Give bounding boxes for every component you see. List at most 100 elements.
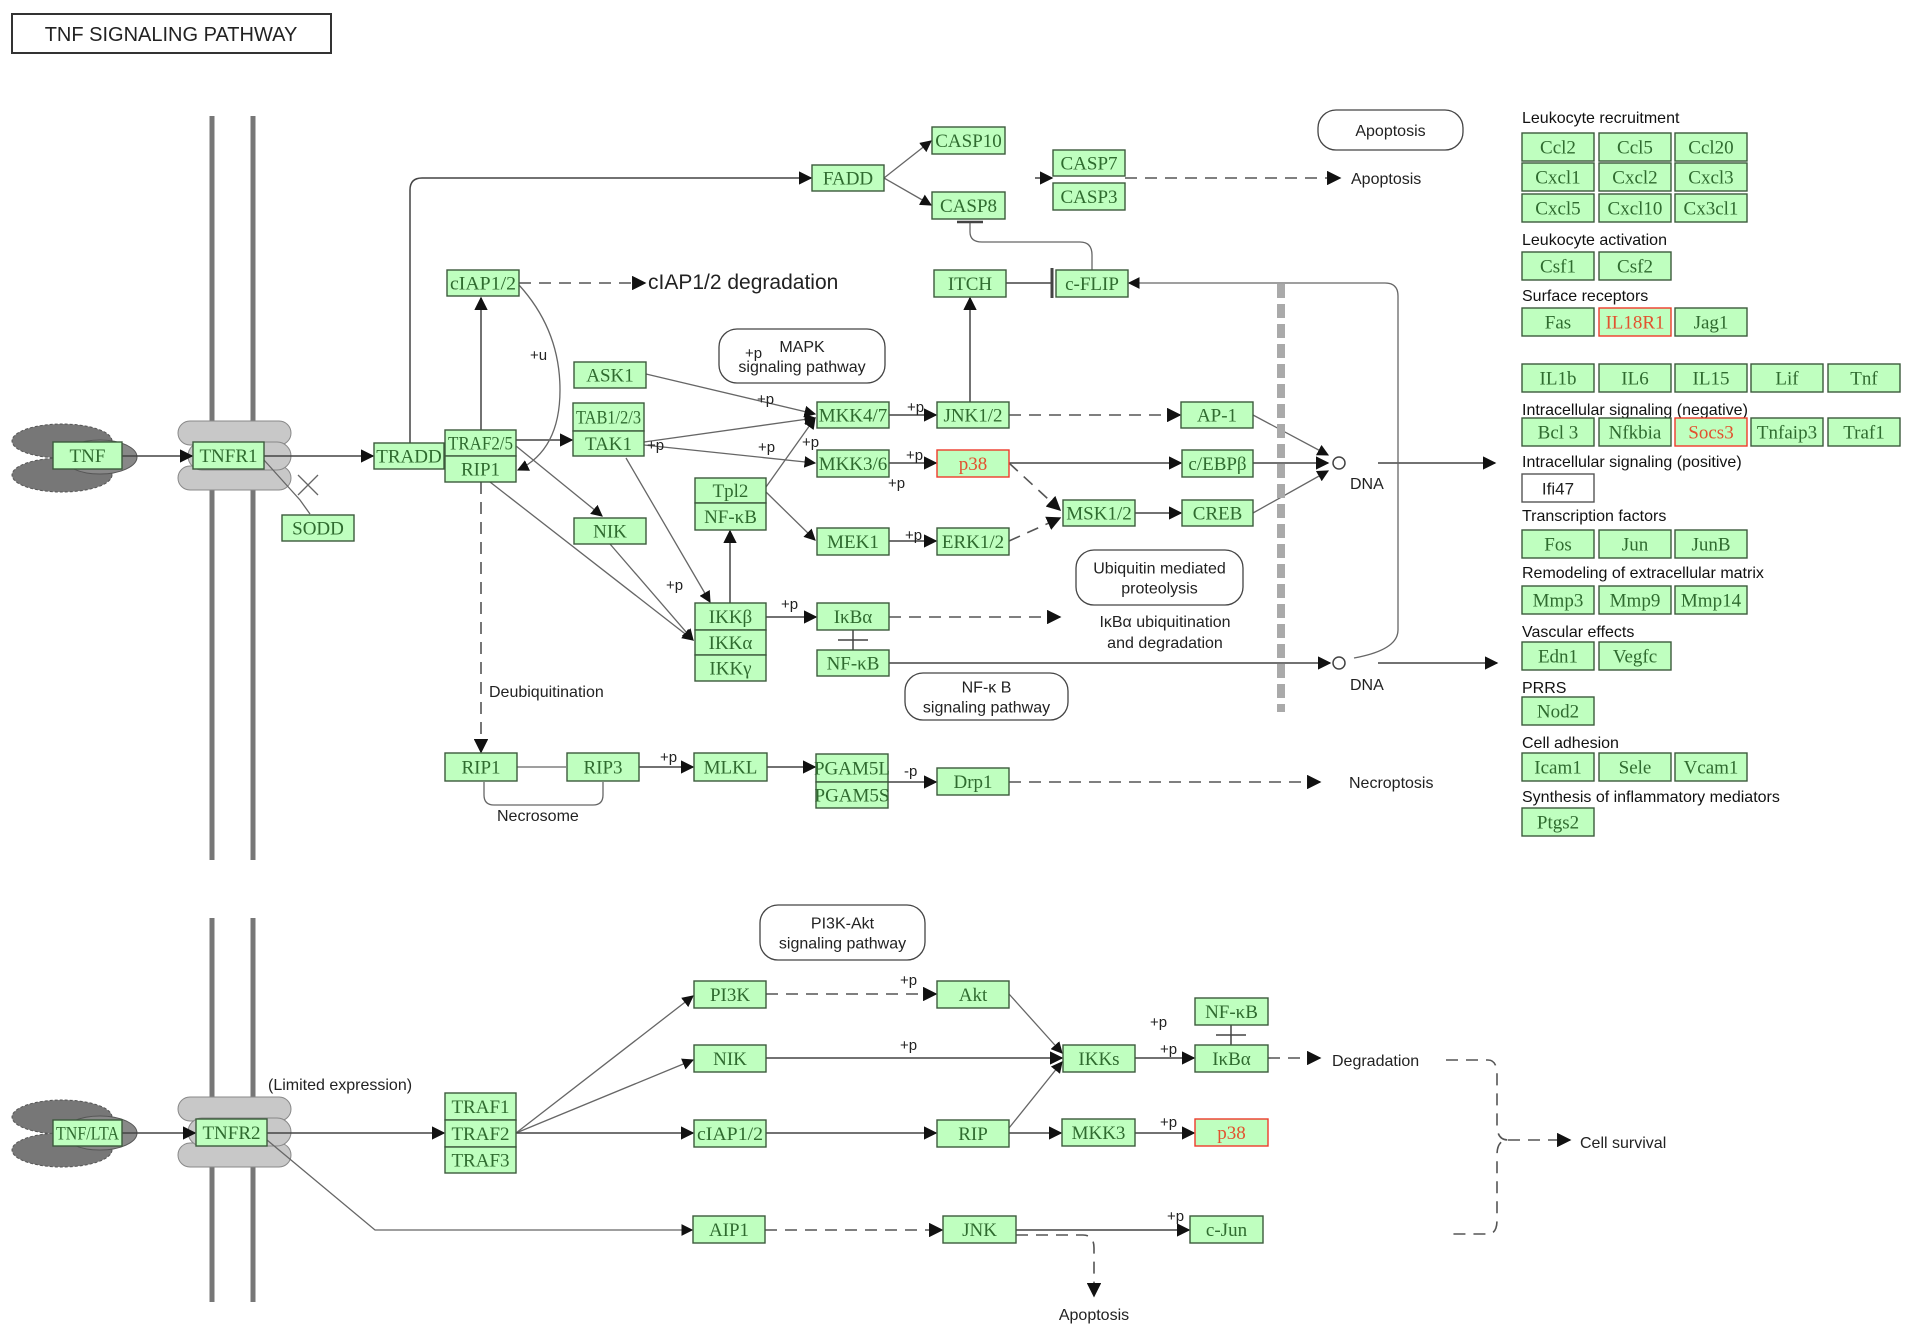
gene-node-ask1[interactable]: ASK1 bbox=[573, 361, 647, 389]
gene-node-pi3k[interactable]: PI3K bbox=[693, 980, 767, 1009]
gene-node-tak1[interactable]: TAK1 bbox=[572, 430, 645, 457]
target-gene-tnfaip3[interactable]: Tnfaip3 bbox=[1750, 417, 1824, 447]
target-gene-bcl3[interactable]: Bcl 3 bbox=[1521, 417, 1595, 447]
gene-node-ikba[interactable]: IκBα bbox=[816, 602, 890, 631]
target-gene-icam1[interactable]: Icam1 bbox=[1521, 752, 1595, 782]
gene-node-cjun[interactable]: c-Jun bbox=[1189, 1215, 1264, 1244]
target-gene-csf1[interactable]: Csf1 bbox=[1521, 251, 1595, 281]
target-gene-cx3cl1[interactable]: Cx3cl1 bbox=[1674, 193, 1748, 223]
target-gene-il18r1[interactable]: IL18R1 bbox=[1598, 307, 1672, 337]
gene-node-tab123[interactable]: TAB1/2/3 bbox=[572, 402, 645, 432]
target-gene-fas[interactable]: Fas bbox=[1521, 307, 1595, 337]
gene-node-jnk[interactable]: JNK bbox=[942, 1215, 1017, 1244]
gene-node-creb[interactable]: CREB bbox=[1181, 499, 1254, 527]
target-gene-ccl20[interactable]: Ccl20 bbox=[1674, 132, 1748, 162]
gene-node-jnk12[interactable]: JNK1/2 bbox=[936, 401, 1010, 429]
target-gene-sele[interactable]: Sele bbox=[1598, 752, 1672, 782]
target-gene-nod2[interactable]: Nod2 bbox=[1521, 696, 1595, 726]
gene-node-ikks[interactable]: IKKs bbox=[1062, 1044, 1136, 1073]
gene-node-pgam5l[interactable]: PGAM5L bbox=[814, 753, 890, 783]
gene-node-mek1[interactable]: MEK1 bbox=[816, 527, 890, 556]
gene-node-tnflta[interactable]: TNF/LTA bbox=[52, 1119, 123, 1147]
target-gene-il15[interactable]: IL15 bbox=[1674, 363, 1748, 393]
gene-node-casp7[interactable]: CASP7 bbox=[1052, 149, 1126, 177]
gene-node-nik[interactable]: NIK bbox=[573, 517, 647, 545]
target-gene-traf1[interactable]: Traf1 bbox=[1827, 417, 1901, 447]
target-gene-cxcl2[interactable]: Cxcl2 bbox=[1598, 162, 1672, 192]
target-gene-junb[interactable]: JunB bbox=[1674, 529, 1748, 559]
gene-node-mkk36[interactable]: MKK3/6 bbox=[816, 449, 890, 478]
target-gene-edn1[interactable]: Edn1 bbox=[1521, 641, 1595, 671]
target-gene-ccl5[interactable]: Ccl5 bbox=[1598, 132, 1672, 162]
target-gene-csf2[interactable]: Csf2 bbox=[1598, 251, 1672, 281]
target-gene-ptgs2[interactable]: Ptgs2 bbox=[1521, 807, 1595, 837]
gene-node-nfkb3[interactable]: NF-κB bbox=[1194, 997, 1269, 1026]
gene-node-rip[interactable]: RIP bbox=[936, 1119, 1010, 1148]
target-gene-jun[interactable]: Jun bbox=[1598, 529, 1672, 559]
target-gene-vcam1[interactable]: Vcam1 bbox=[1674, 752, 1748, 782]
target-gene-mmp9[interactable]: Mmp9 bbox=[1598, 585, 1672, 615]
target-gene-socs3[interactable]: Socs3 bbox=[1674, 417, 1748, 447]
gene-node-mkk47[interactable]: MKK4/7 bbox=[816, 401, 890, 429]
gene-node-tnfr2[interactable]: TNFR2 bbox=[195, 1118, 268, 1147]
target-gene-il6[interactable]: IL6 bbox=[1598, 363, 1672, 393]
gene-node-nik2[interactable]: NIK bbox=[693, 1044, 767, 1073]
gene-node-traf2[interactable]: TRAF2 bbox=[444, 1119, 517, 1148]
gene-node-ikkg[interactable]: IKKγ bbox=[694, 654, 767, 682]
gene-node-casp3[interactable]: CASP3 bbox=[1052, 182, 1126, 211]
gene-node-mlkl[interactable]: MLKL bbox=[693, 752, 768, 782]
gene-node-ikka[interactable]: IKKα bbox=[694, 629, 767, 656]
gene-node-ap1[interactable]: AP-1 bbox=[1180, 401, 1254, 429]
gene-node-p38[interactable]: p38 bbox=[936, 449, 1010, 478]
gene-node-erk12[interactable]: ERK1/2 bbox=[936, 527, 1010, 556]
gene-node-traf3[interactable]: TRAF3 bbox=[444, 1146, 517, 1174]
gene-node-aip1[interactable]: AIP1 bbox=[692, 1215, 766, 1244]
target-gene-tnf[interactable]: Tnf bbox=[1827, 363, 1901, 393]
pathway-link-apoptosis[interactable]: Apoptosis bbox=[1317, 109, 1464, 151]
target-gene-cxcl5[interactable]: Cxcl5 bbox=[1521, 193, 1595, 223]
gene-node-tnfr1[interactable]: TNFR1 bbox=[192, 441, 265, 470]
target-gene-ccl2[interactable]: Ccl2 bbox=[1521, 132, 1595, 162]
gene-node-fadd[interactable]: FADD bbox=[811, 164, 885, 192]
gene-node-casp10[interactable]: CASP10 bbox=[931, 126, 1006, 155]
gene-node-casp8[interactable]: CASP8 bbox=[931, 191, 1006, 220]
gene-node-tpl2[interactable]: Tpl2 bbox=[694, 477, 767, 504]
target-gene-il1b[interactable]: IL1b bbox=[1521, 363, 1595, 393]
gene-node-drp1[interactable]: Drp1 bbox=[936, 767, 1010, 796]
target-gene-mmp14[interactable]: Mmp14 bbox=[1674, 585, 1748, 615]
target-gene-cxcl1[interactable]: Cxcl1 bbox=[1521, 162, 1595, 192]
target-gene-jag1[interactable]: Jag1 bbox=[1674, 307, 1748, 337]
gene-node-ciap12[interactable]: cIAP1/2 bbox=[446, 269, 520, 297]
target-gene-nfkbia[interactable]: Nfkbia bbox=[1598, 417, 1672, 447]
gene-node-nfkb2[interactable]: NF-κB bbox=[816, 649, 890, 677]
target-gene-cxcl3[interactable]: Cxcl3 bbox=[1674, 162, 1748, 192]
gene-node-traf25[interactable]: TRAF2/5 bbox=[444, 429, 517, 457]
gene-node-ciap12b[interactable]: cIAP1/2 bbox=[693, 1119, 767, 1148]
gene-node-traf1[interactable]: TRAF1 bbox=[444, 1092, 517, 1121]
gene-node-pgam5s[interactable]: PGAM5S bbox=[815, 781, 890, 809]
gene-node-tradd[interactable]: TRADD bbox=[373, 442, 445, 470]
target-gene-fos[interactable]: Fos bbox=[1521, 529, 1595, 559]
gene-node-cflip[interactable]: c-FLIP bbox=[1055, 269, 1129, 298]
gene-node-ikkb[interactable]: IKKβ bbox=[694, 602, 767, 631]
target-gene-ifi47[interactable]: Ifi47 bbox=[1521, 473, 1595, 503]
gene-node-sodd[interactable]: SODD bbox=[281, 514, 355, 542]
target-gene-mmp3[interactable]: Mmp3 bbox=[1521, 585, 1595, 615]
gene-node-rip1b[interactable]: RIP1 bbox=[444, 752, 518, 782]
target-gene-cxcl10[interactable]: Cxcl10 bbox=[1598, 193, 1672, 223]
gene-node-cebpb[interactable]: c/EBPβ bbox=[1181, 449, 1254, 478]
gene-node-rip3[interactable]: RIP3 bbox=[566, 752, 640, 782]
gene-node-mkk3[interactable]: MKK3 bbox=[1061, 1118, 1136, 1147]
gene-node-rip1[interactable]: RIP1 bbox=[444, 455, 517, 483]
gene-node-itch[interactable]: ITCH bbox=[933, 269, 1007, 298]
gene-node-ikba2[interactable]: IκBα bbox=[1194, 1044, 1269, 1073]
target-gene-vegfc[interactable]: Vegfc bbox=[1598, 641, 1672, 671]
gene-node-msk12[interactable]: MSK1/2 bbox=[1062, 499, 1136, 527]
target-gene-lif[interactable]: Lif bbox=[1750, 363, 1824, 393]
gene-node-nfkb1[interactable]: NF-κB bbox=[694, 502, 767, 531]
gene-node-p38b[interactable]: p38 bbox=[1194, 1118, 1269, 1147]
